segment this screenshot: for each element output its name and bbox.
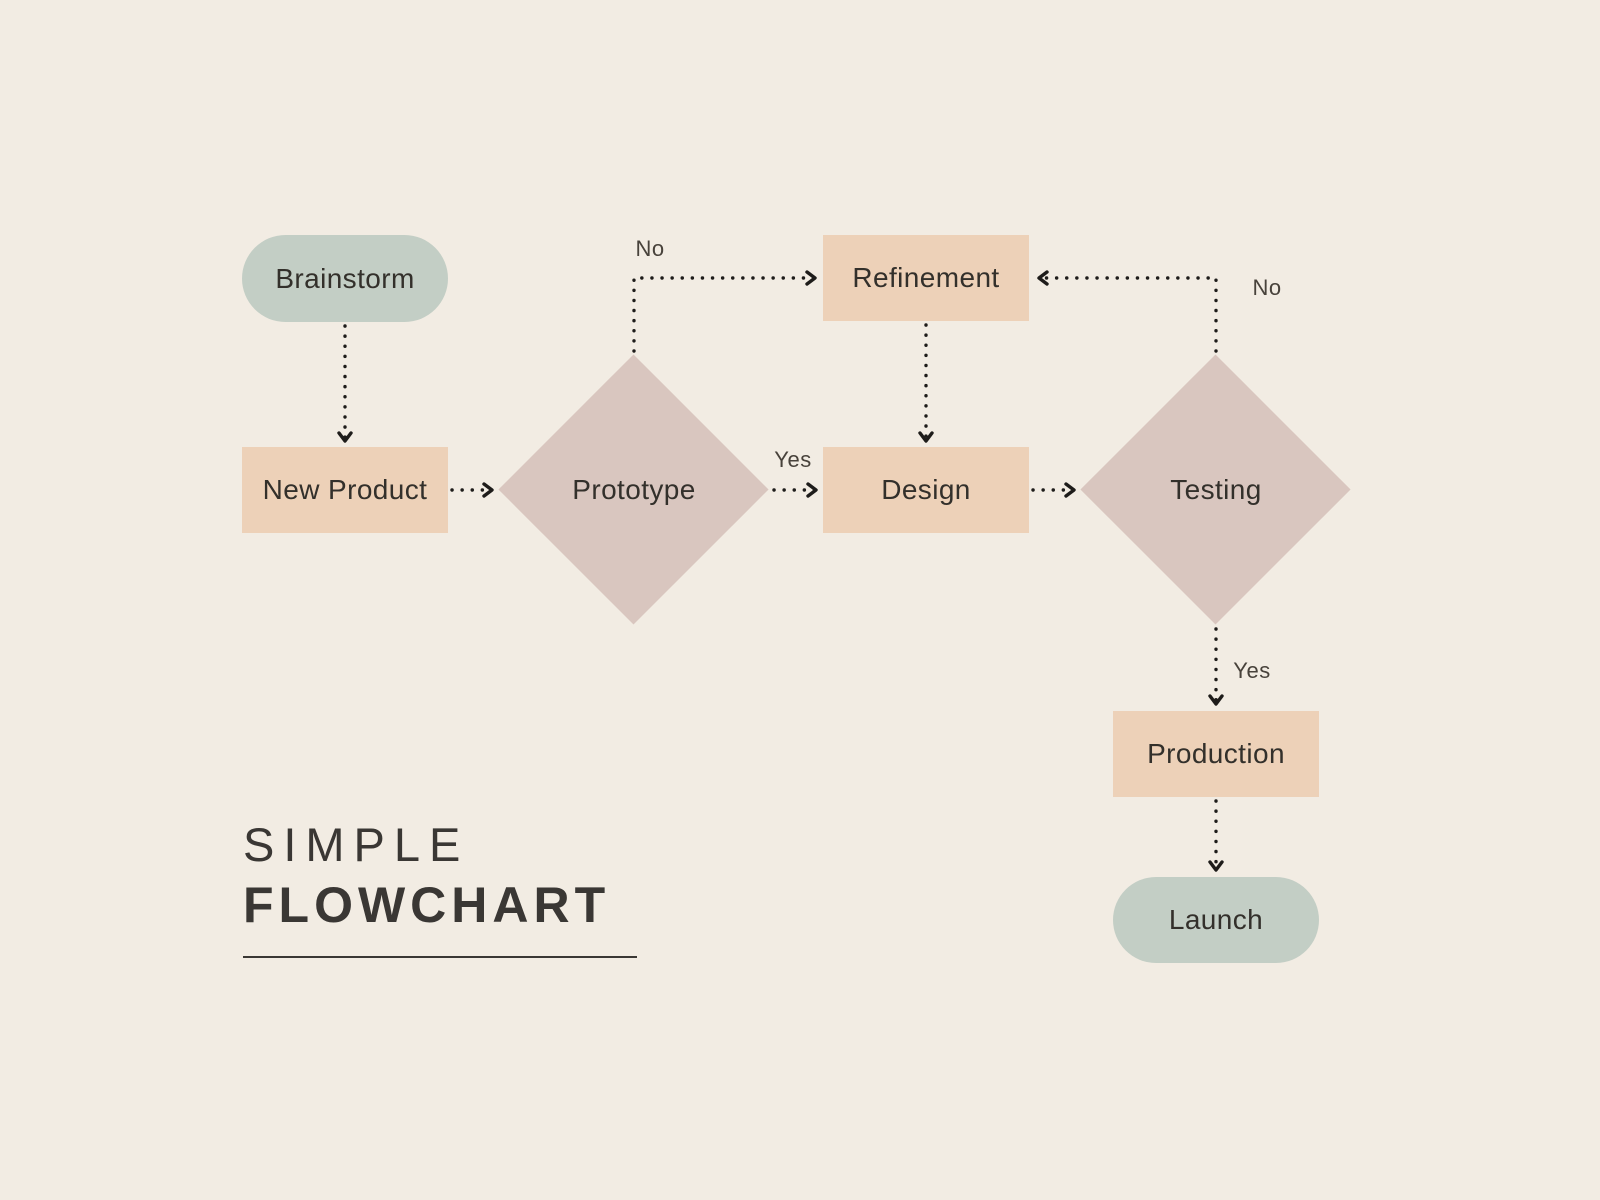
node-launch: Launch — [1113, 877, 1319, 963]
node-design: Design — [823, 447, 1029, 533]
node-new-product: New Product — [242, 447, 448, 533]
title-line-flowchart: FLOWCHART — [243, 877, 611, 933]
title-underline — [243, 956, 637, 958]
node-refinement: Refinement — [823, 235, 1029, 321]
edge-testing-no-to-refinement — [1037, 270, 1218, 353]
edge-label-testing-yes: Yes — [1233, 658, 1271, 683]
edge-label-prototype-no: No — [635, 236, 665, 261]
title-block: SIMPLE FLOWCHART — [243, 816, 637, 958]
edge-label-testing-no: No — [1252, 275, 1282, 300]
edge-label-prototype-yes: Yes — [774, 447, 812, 472]
node-production: Production — [1113, 711, 1319, 797]
node-prototype-label: Prototype — [572, 474, 696, 505]
title-line-simple: SIMPLE — [243, 818, 470, 871]
edge-prototype-no-to-refinement — [632, 270, 817, 353]
node-brainstorm: Brainstorm — [242, 235, 448, 322]
node-testing-label: Testing — [1170, 474, 1262, 505]
